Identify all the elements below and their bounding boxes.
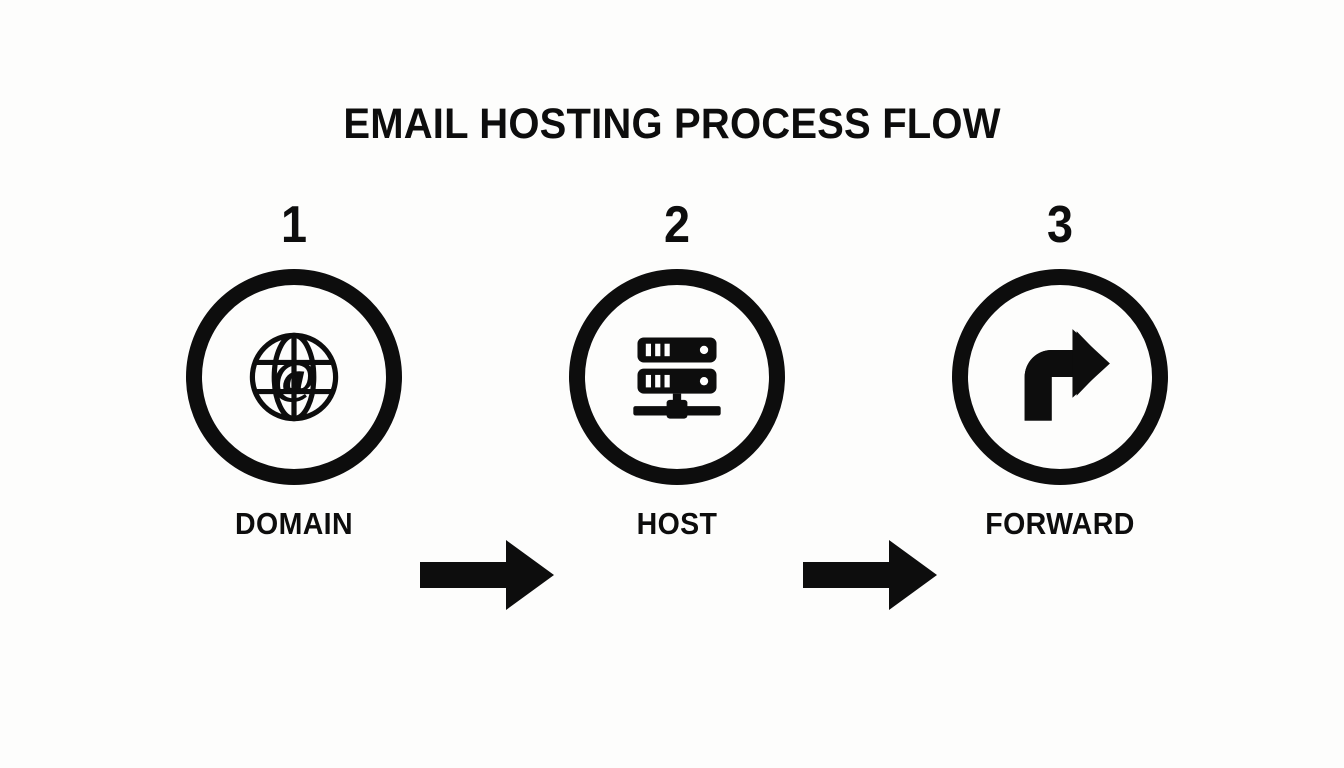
connector-arrow-2 bbox=[803, 536, 939, 614]
forward-arrow-icon bbox=[1024, 329, 1110, 421]
process-step-host[interactable]: 2 bbox=[547, 196, 807, 566]
step-number-1: 1 bbox=[280, 196, 308, 254]
process-step-forward[interactable]: 3 FORWARD bbox=[930, 196, 1190, 566]
step-label-domain: DOMAIN bbox=[235, 506, 353, 541]
process-flow-row: 1 @ DOMAIN bbox=[0, 196, 1344, 610]
process-step-domain[interactable]: 1 @ DOMAIN bbox=[164, 196, 424, 566]
step-circle-1: @ bbox=[186, 269, 402, 485]
step-label-host: HOST bbox=[636, 506, 718, 541]
step-circle-3 bbox=[952, 269, 1168, 485]
arrow-right-icon bbox=[803, 540, 937, 610]
svg-text:@: @ bbox=[273, 352, 316, 403]
step-circle-2 bbox=[569, 269, 785, 485]
step-label-forward: FORWARD bbox=[985, 506, 1135, 541]
connector-arrow-1 bbox=[420, 536, 556, 614]
page-title: EMAIL HOSTING PROCESS FLOW bbox=[343, 100, 1001, 148]
step-number-3: 3 bbox=[1046, 196, 1074, 254]
arrow-right-icon bbox=[420, 540, 554, 610]
server-rack-icon bbox=[633, 337, 721, 419]
globe-at-icon: @ bbox=[249, 332, 339, 422]
step-number-2: 2 bbox=[663, 196, 691, 254]
